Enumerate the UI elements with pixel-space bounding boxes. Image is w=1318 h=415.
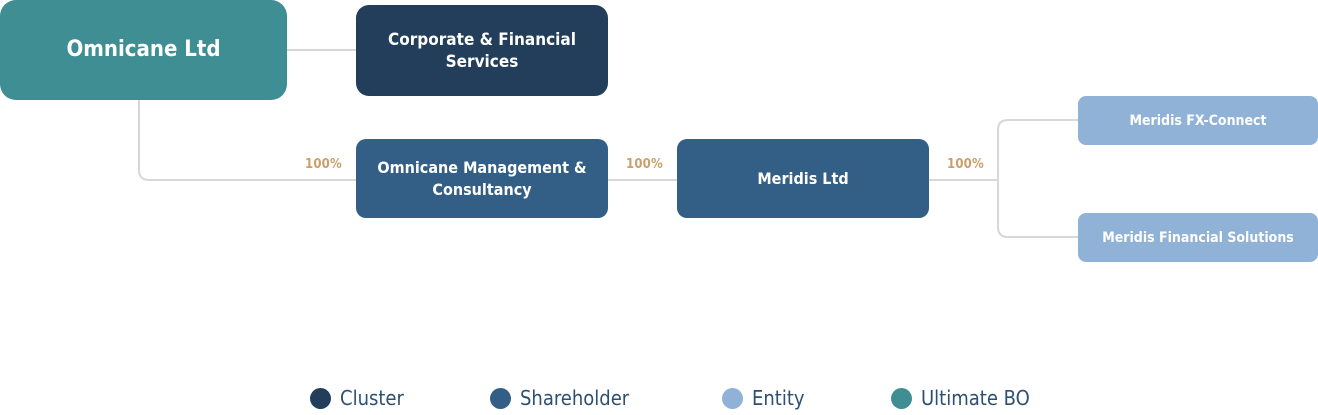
shareholder-swatch-icon (490, 387, 511, 409)
node-meridis-fx-connect[interactable]: Meridis FX-Connect (1078, 96, 1318, 145)
node-meridis-ltd[interactable]: Meridis Ltd (677, 139, 929, 218)
node-label: Omnicane Management & Consultancy (377, 157, 587, 199)
connector-branch-financial-solutions (997, 180, 1078, 238)
legend-item-shareholder: Shareholder (490, 385, 629, 411)
ownership-percentage: 100% (626, 157, 663, 172)
legend-item-entity: Entity (722, 385, 805, 411)
node-corporate-financial-services[interactable]: Corporate & Financial Services (356, 5, 608, 96)
node-label: Meridis Ltd (757, 168, 849, 188)
legend-label: Shareholder (520, 386, 630, 410)
entity-swatch-icon (722, 387, 743, 409)
ownership-percentage: 100% (947, 157, 984, 172)
legend-item-cluster: Cluster (310, 385, 404, 411)
node-omnicane-management-consultancy[interactable]: Omnicane Management & Consultancy (356, 139, 608, 218)
node-label: Meridis FX-Connect (1129, 112, 1267, 129)
node-label: Corporate & Financial Services (388, 29, 576, 72)
ownership-percentage: 100% (305, 157, 342, 172)
cluster-swatch-icon (310, 387, 331, 409)
node-label: Meridis Financial Solutions (1102, 229, 1294, 246)
node-omnicane-ltd[interactable]: Omnicane Ltd (0, 0, 287, 100)
ultimate-bo-swatch-icon (891, 387, 912, 409)
connector-branch-fx-connect (997, 119, 1078, 180)
connector-omnicane-management (138, 100, 356, 181)
legend-label: Cluster (340, 386, 404, 410)
legend-label: Entity (752, 386, 805, 410)
node-meridis-financial-solutions[interactable]: Meridis Financial Solutions (1078, 213, 1318, 262)
node-label: Omnicane Ltd (66, 37, 221, 62)
legend-label: Ultimate BO (921, 386, 1030, 410)
legend-item-ultimate-bo: Ultimate BO (891, 385, 1030, 411)
